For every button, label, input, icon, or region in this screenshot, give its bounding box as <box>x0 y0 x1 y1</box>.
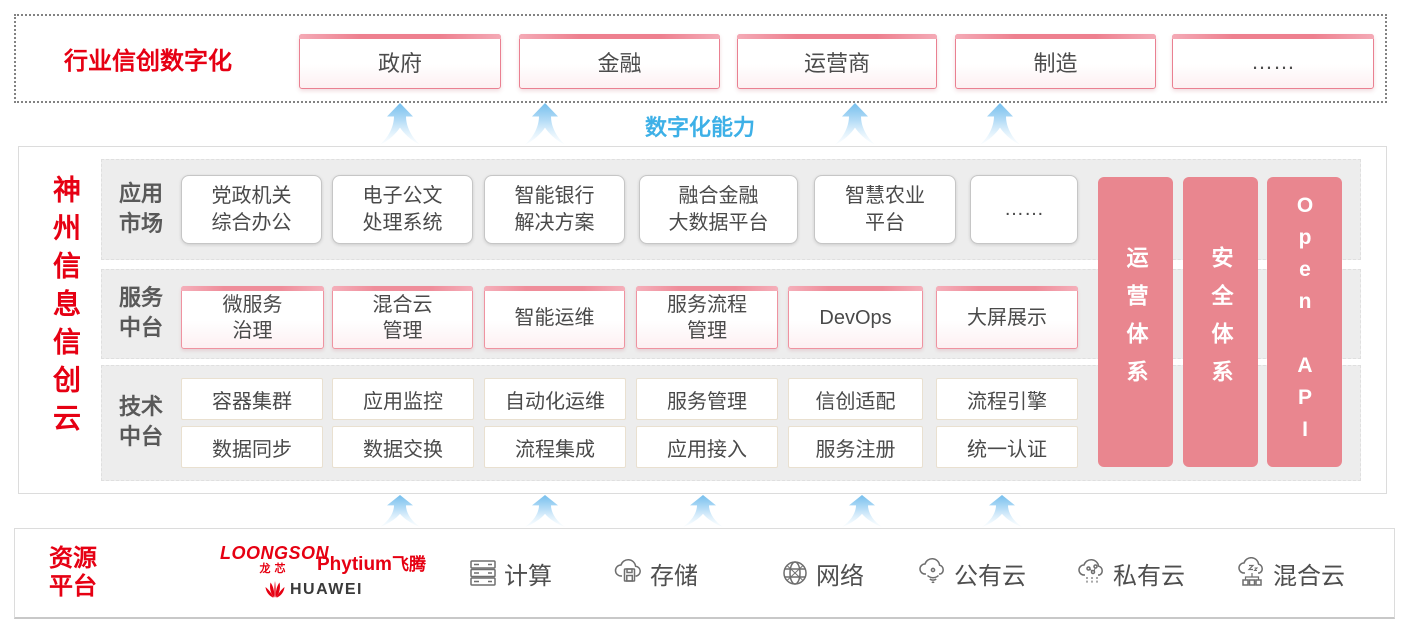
banner-title: 行业信创数字化 <box>64 48 232 75</box>
tech-box: 统一认证 <box>936 426 1078 468</box>
huawei-logo: HUAWEI <box>265 581 363 599</box>
resource-item-network: 网络 <box>779 555 864 591</box>
resource-item-label: 网络 <box>816 562 864 590</box>
app-box: 电子公文 处理系统 <box>332 175 473 244</box>
private-cloud-icon <box>1078 558 1103 584</box>
industry-label: 政府 <box>377 50 422 76</box>
tech-box: 数据交换 <box>332 426 474 468</box>
tech-box: 服务管理 <box>636 378 778 420</box>
up-arrow-icon <box>525 495 565 527</box>
phytium-logo: Phytium飞腾 <box>317 550 426 576</box>
industry-banner: 行业信创数字化 政府 金融 运营商 制造 …… <box>14 14 1387 103</box>
phytium-logo-text: Phytium <box>317 554 392 575</box>
app-box: 智能银行 解决方案 <box>484 175 625 244</box>
resource-item-public-cloud: 公有云 <box>917 555 1026 591</box>
industry-box-manufacturing: 制造 <box>955 34 1156 89</box>
service-box: 服务流程 管理 <box>636 286 778 349</box>
service-box: 混合云 管理 <box>332 286 473 349</box>
tech-box: 流程引擎 <box>936 378 1078 420</box>
service-box: DevOps <box>788 286 923 349</box>
industry-box-more: …… <box>1172 34 1374 89</box>
app-box: 党政机关 综合办公 <box>181 175 322 244</box>
row-label-service: 服务 中台 <box>118 285 163 340</box>
service-box: 大屏展示 <box>936 286 1078 349</box>
tech-box: 应用监控 <box>332 378 474 420</box>
resource-panel: 资源 平台 LOONGSON 龙芯 Phytium飞腾 HUAWEI 计算 <box>14 528 1395 619</box>
loongson-logo-text: LOONGSON <box>220 543 330 563</box>
industry-label: 运营商 <box>803 50 870 76</box>
tech-box: 服务注册 <box>788 426 923 468</box>
pillar-operation-system: 运营体系 <box>1098 177 1173 467</box>
pillar-open-api: Open API <box>1267 177 1342 467</box>
resource-item-label: 混合云 <box>1273 562 1345 590</box>
row-label-tech: 技术 中台 <box>118 394 163 449</box>
tech-box: 容器集群 <box>181 378 323 420</box>
platform-title: 神州信息信创云 <box>50 175 81 441</box>
service-box: 微服务 治理 <box>181 286 324 349</box>
app-box: 融合金融 大数据平台 <box>639 175 798 244</box>
tech-box: 流程集成 <box>484 426 626 468</box>
public-cloud-icon <box>919 557 944 584</box>
network-icon <box>783 561 807 585</box>
resource-title: 资源 平台 <box>49 545 97 600</box>
huawei-flower-icon <box>265 581 285 598</box>
tech-box: 自动化运维 <box>484 378 626 420</box>
industry-label: …… <box>1251 48 1295 74</box>
industry-box-operator: 运营商 <box>737 34 937 89</box>
loongson-logo-cn: 龙芯 <box>259 563 290 575</box>
resource-item-label: 私有云 <box>1113 562 1185 590</box>
compute-icon <box>470 560 496 586</box>
up-arrow-icon <box>842 495 882 527</box>
industry-box-finance: 金融 <box>519 34 720 89</box>
hybrid-cloud-icon <box>1238 557 1263 586</box>
row-label-app-market: 应用 市场 <box>118 180 163 236</box>
resource-item-compute: 计算 <box>467 555 552 591</box>
resource-item-hybrid-cloud: 混合云 <box>1236 555 1345 591</box>
huawei-logo-text: HUAWEI <box>290 581 363 598</box>
storage-icon <box>614 558 641 582</box>
resource-item-label: 计算 <box>504 562 552 590</box>
service-box: 智能运维 <box>484 286 625 349</box>
up-arrow-icon <box>835 103 875 145</box>
up-arrow-icon <box>380 103 420 145</box>
platform-panel: 神州信息信创云 应用 市场 服务 中台 技术 中台 党政机关 综合办公 电子公文… <box>18 146 1387 494</box>
tech-box: 信创适配 <box>788 378 923 420</box>
up-arrow-icon <box>380 495 420 527</box>
tech-box: 应用接入 <box>636 426 778 468</box>
industry-label: 金融 <box>597 50 642 76</box>
resource-item-private-cloud: 私有云 <box>1076 555 1185 591</box>
phytium-logo-cn: 飞腾 <box>391 555 426 574</box>
industry-label: 制造 <box>1033 50 1078 76</box>
tech-box: 数据同步 <box>181 426 323 468</box>
up-arrow-icon <box>982 495 1022 527</box>
app-box-more: …… <box>970 175 1078 244</box>
pillar-security-system: 安全体系 <box>1183 177 1258 467</box>
up-arrow-icon <box>980 103 1020 145</box>
resource-item-storage: 存储 <box>613 555 698 591</box>
resource-item-label: 存储 <box>650 562 698 590</box>
up-arrow-icon <box>683 495 723 527</box>
capability-label: 数字化能力 <box>644 115 755 140</box>
industry-box-government: 政府 <box>299 34 501 89</box>
loongson-logo: LOONGSON 龙芯 <box>220 544 329 575</box>
up-arrow-icon <box>525 103 565 145</box>
resource-item-label: 公有云 <box>954 562 1026 590</box>
app-box: 智慧农业 平台 <box>814 175 956 244</box>
